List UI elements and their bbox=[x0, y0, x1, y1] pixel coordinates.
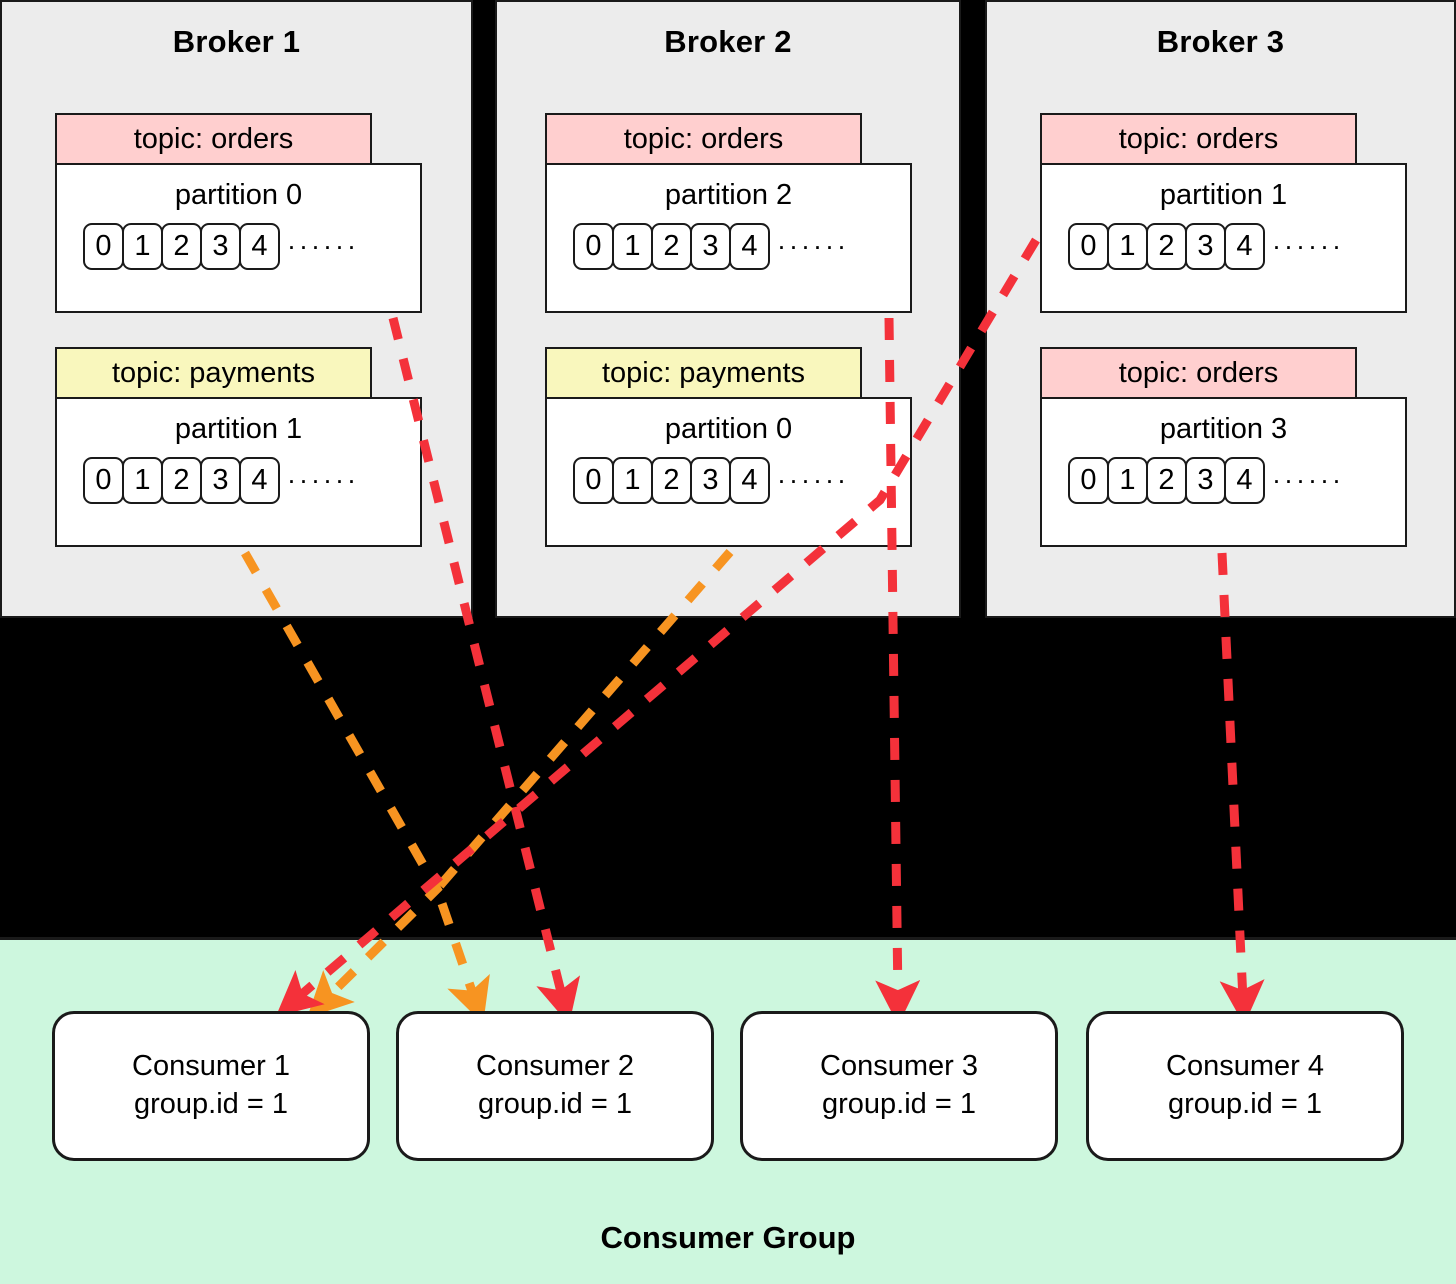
topic-header: topic: orders bbox=[1040, 113, 1357, 165]
offset-cell: 3 bbox=[200, 223, 241, 270]
partition-label: partition 3 bbox=[1159, 413, 1288, 445]
consumer-box-3[interactable]: Consumer 3 group.id = 1 bbox=[740, 1011, 1058, 1161]
topic-header: topic: payments bbox=[55, 347, 372, 399]
consumer-groupid: group.id = 1 bbox=[478, 1088, 632, 1120]
offset-cell: 1 bbox=[612, 457, 653, 504]
broker-panel-1: Broker 1 topic: orders partition 0 0 1 2… bbox=[0, 0, 473, 618]
consumer-name: Consumer 2 bbox=[476, 1050, 634, 1083]
partition-label: partition 2 bbox=[664, 179, 793, 211]
offset-cell: 4 bbox=[1224, 457, 1265, 504]
offset-cell: 2 bbox=[161, 457, 202, 504]
offset-cell: 0 bbox=[1068, 223, 1109, 270]
consumer-groupid: group.id = 1 bbox=[822, 1088, 976, 1120]
partition-label: partition 1 bbox=[1159, 179, 1288, 211]
topic-label: topic: payments bbox=[601, 356, 806, 389]
offset-row: 0 1 2 3 4 ······ bbox=[1068, 223, 1344, 270]
offset-cell: 2 bbox=[161, 223, 202, 270]
topic-header: topic: orders bbox=[1040, 347, 1357, 399]
offset-cell: 1 bbox=[122, 223, 163, 270]
offset-row: 0 1 2 3 4 ······ bbox=[83, 457, 359, 504]
offset-row: 0 1 2 3 4 ······ bbox=[1068, 457, 1344, 504]
consumer-groupid: group.id = 1 bbox=[134, 1088, 288, 1120]
consumer-box-1[interactable]: Consumer 1 group.id = 1 bbox=[52, 1011, 370, 1161]
topic-header: topic: orders bbox=[55, 113, 372, 165]
offset-ellipsis: ······ bbox=[287, 231, 359, 262]
broker-title: Broker 1 bbox=[172, 24, 301, 59]
topic-label: topic: orders bbox=[1118, 122, 1279, 155]
broker-panel-3: Broker 3 topic: orders partition 1 0 1 2… bbox=[985, 0, 1456, 618]
offset-cell: 0 bbox=[83, 223, 124, 270]
offset-ellipsis: ······ bbox=[1272, 231, 1344, 262]
offset-cell: 4 bbox=[729, 223, 770, 270]
partition-label: partition 1 bbox=[174, 413, 303, 445]
consumer-box-4[interactable]: Consumer 4 group.id = 1 bbox=[1086, 1011, 1404, 1161]
consumer-name: Consumer 1 bbox=[132, 1050, 290, 1083]
broker-title: Broker 3 bbox=[1156, 24, 1285, 59]
topic-body: partition 2 0 1 2 3 4 ······ bbox=[545, 163, 912, 313]
consumer-group-label: Consumer Group bbox=[600, 1220, 856, 1255]
topic-label: topic: orders bbox=[623, 122, 784, 155]
offset-ellipsis: ······ bbox=[287, 465, 359, 496]
partition-label: partition 0 bbox=[174, 179, 303, 211]
offset-cell: 1 bbox=[1107, 457, 1148, 504]
topic-body: partition 1 0 1 2 3 4 ······ bbox=[55, 397, 422, 547]
consumer-name: Consumer 4 bbox=[1166, 1050, 1324, 1083]
offset-ellipsis: ······ bbox=[1272, 465, 1344, 496]
offset-cell: 2 bbox=[1146, 223, 1187, 270]
topic-label: topic: orders bbox=[133, 122, 294, 155]
offset-cell: 3 bbox=[200, 457, 241, 504]
arrow-b1-payments-p1-to-consumer1 bbox=[241, 550, 443, 1018]
offset-cell: 1 bbox=[122, 457, 163, 504]
offset-cell: 0 bbox=[573, 223, 614, 270]
offset-ellipsis: ······ bbox=[777, 231, 849, 262]
offset-row: 0 1 2 3 4 ······ bbox=[573, 457, 849, 504]
offset-cell: 3 bbox=[690, 457, 731, 504]
topic-body: partition 3 0 1 2 3 4 ······ bbox=[1040, 397, 1407, 547]
offset-cell: 1 bbox=[612, 223, 653, 270]
consumer-box-2[interactable]: Consumer 2 group.id = 1 bbox=[396, 1011, 714, 1161]
topic-label: topic: orders bbox=[1118, 356, 1279, 389]
topic-body: partition 1 0 1 2 3 4 ······ bbox=[1040, 163, 1407, 313]
offset-ellipsis: ······ bbox=[777, 465, 849, 496]
arrow-b3-orders-p3-to-consumer4 bbox=[1217, 552, 1265, 1026]
offset-cell: 3 bbox=[1185, 457, 1226, 504]
topic-body: partition 0 0 1 2 3 4 ······ bbox=[545, 397, 912, 547]
offset-cell: 0 bbox=[1068, 457, 1109, 504]
arrow-b2-payments-p0-to-consumer2 bbox=[431, 549, 734, 1024]
offset-cell: 4 bbox=[729, 457, 770, 504]
broker-title: Broker 2 bbox=[664, 24, 792, 59]
offset-cell: 2 bbox=[1146, 457, 1187, 504]
offset-cell: 3 bbox=[690, 223, 731, 270]
topic-body: partition 0 0 1 2 3 4 ······ bbox=[55, 163, 422, 313]
offset-cell: 4 bbox=[239, 223, 280, 270]
broker-panel-2: Broker 2 topic: orders partition 2 0 1 2… bbox=[495, 0, 961, 618]
offset-cell: 2 bbox=[651, 223, 692, 270]
offset-cell: 0 bbox=[83, 457, 124, 504]
offset-cell: 3 bbox=[1185, 223, 1226, 270]
offset-cell: 2 bbox=[651, 457, 692, 504]
offset-row: 0 1 2 3 4 ······ bbox=[83, 223, 359, 270]
topic-header: topic: orders bbox=[545, 113, 862, 165]
offset-cell: 1 bbox=[1107, 223, 1148, 270]
offset-cell: 0 bbox=[573, 457, 614, 504]
offset-cell: 4 bbox=[1224, 223, 1265, 270]
offset-cell: 4 bbox=[239, 457, 280, 504]
topic-label: topic: payments bbox=[111, 356, 316, 389]
offset-row: 0 1 2 3 4 ······ bbox=[573, 223, 849, 270]
consumer-name: Consumer 3 bbox=[820, 1050, 978, 1083]
partition-label: partition 0 bbox=[664, 413, 793, 445]
topic-header: topic: payments bbox=[545, 347, 862, 399]
consumer-groupid: group.id = 1 bbox=[1168, 1088, 1322, 1120]
